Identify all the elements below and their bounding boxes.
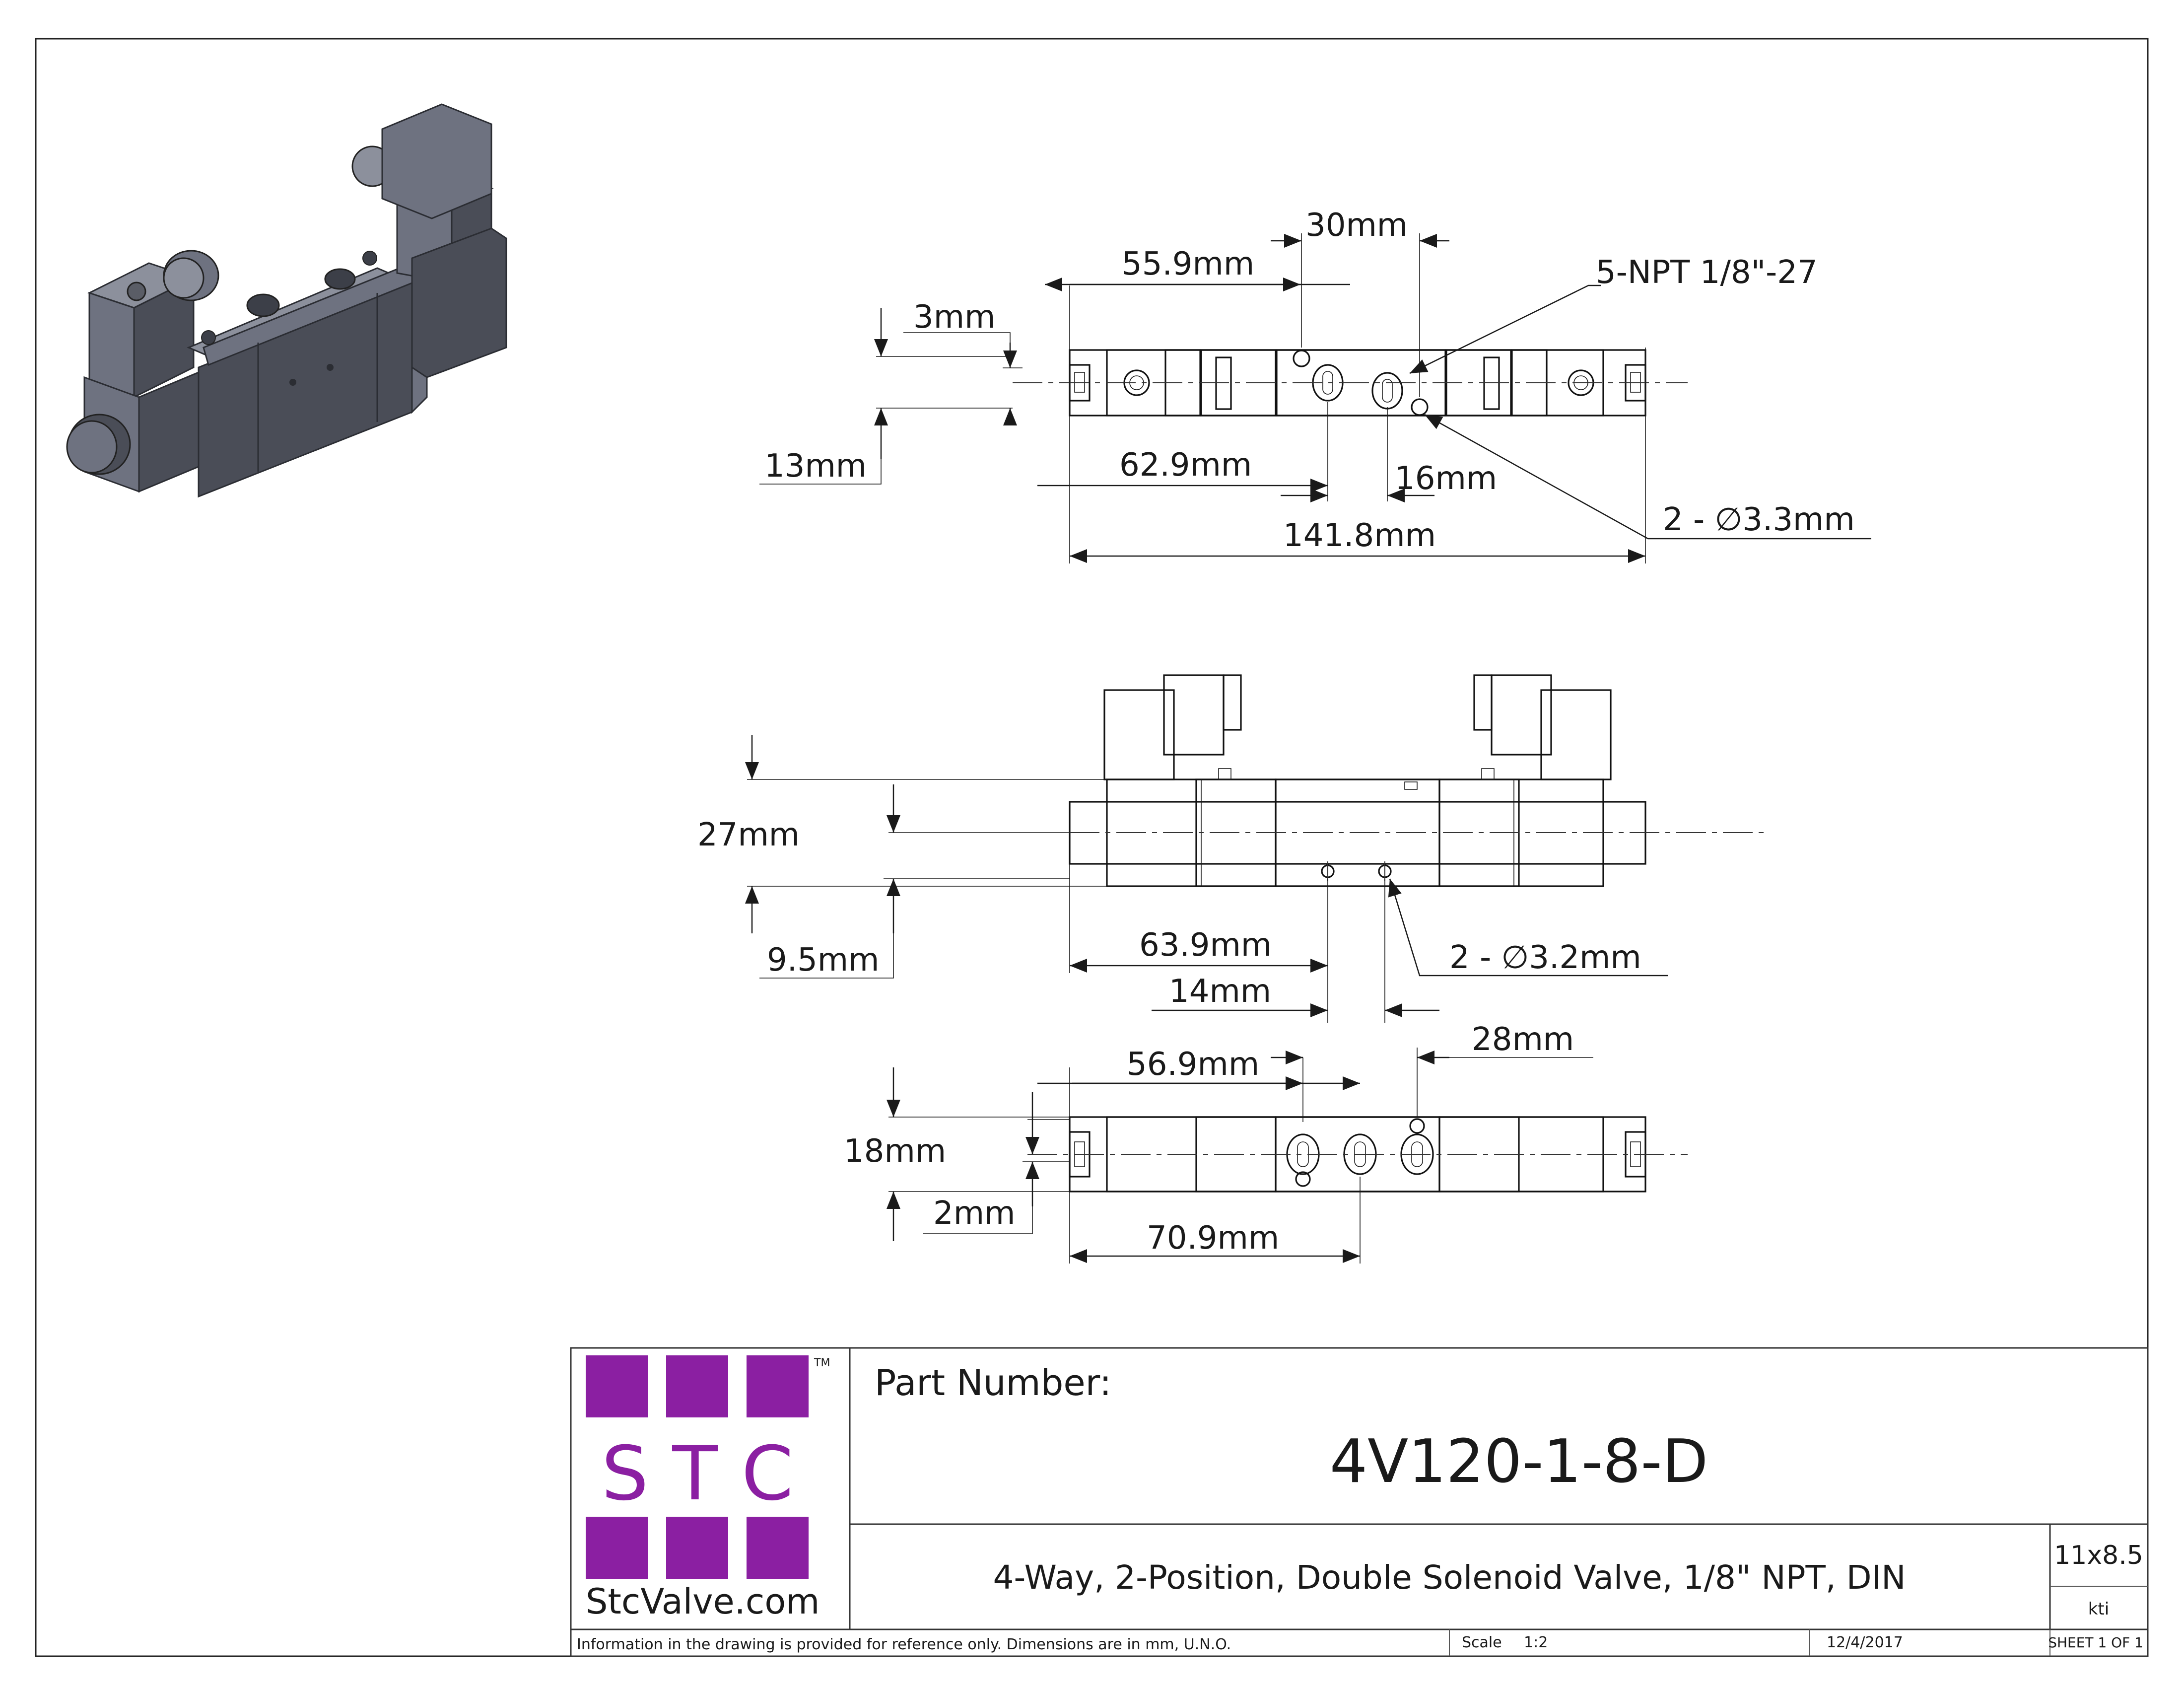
description: 4-Way, 2-Position, Double Solenoid Valve… bbox=[993, 1558, 1906, 1597]
front-view: 27mm 9.5mm 63.9mm 14mm 2 - ∅3.2mm bbox=[697, 674, 1767, 1023]
dim-front-14mm: 14mm bbox=[1169, 973, 1271, 1010]
drawing-date: 12/4/2017 bbox=[1827, 1634, 1903, 1651]
scale-value: 1:2 bbox=[1524, 1634, 1548, 1651]
dim-front-27mm: 27mm bbox=[697, 817, 800, 853]
dim-top-13mm: 13mm bbox=[764, 448, 867, 485]
bottom-view: 28mm 56.9mm 18mm 2mm 70.9mm bbox=[844, 1021, 1688, 1264]
drawn-by: kti bbox=[2088, 1599, 2109, 1619]
dim-bottom-56-9mm: 56.9mm bbox=[1127, 1046, 1259, 1083]
top-view: 30mm 55.9mm 5-NPT 1/8"-27 3mm 13mm 62.9m… bbox=[759, 207, 1871, 563]
part-number: 4V120-1-8-D bbox=[1330, 1427, 1708, 1496]
part-number-label: Part Number: bbox=[875, 1362, 1111, 1404]
dim-top-3mm: 3mm bbox=[913, 299, 995, 336]
title-block: S T C TM StcValve.com Part Number: 4V120… bbox=[570, 1347, 2149, 1657]
dim-bottom-70-9mm: 70.9mm bbox=[1147, 1220, 1279, 1257]
dim-bottom-28mm: 28mm bbox=[1472, 1021, 1574, 1058]
sheet-number: SHEET 1 OF 1 bbox=[2048, 1634, 2143, 1651]
dim-top-16mm: 16mm bbox=[1395, 460, 1497, 497]
isometric-model bbox=[66, 103, 507, 498]
stc-logo: S T C TM bbox=[586, 1355, 830, 1579]
logo-letters: S T C bbox=[602, 1431, 794, 1517]
dim-top-npt: 5-NPT 1/8"-27 bbox=[1596, 254, 1818, 291]
dim-front-9-5mm: 9.5mm bbox=[767, 942, 879, 979]
dim-top-62-9mm: 62.9mm bbox=[1119, 447, 1252, 484]
sheet-size: 11x8.5 bbox=[2054, 1541, 2143, 1570]
scale-label: Scale bbox=[1462, 1634, 1502, 1651]
logo-trademark: TM bbox=[814, 1357, 830, 1369]
dim-top-55-9mm: 55.9mm bbox=[1122, 246, 1254, 282]
reference-note: Information in the drawing is provided f… bbox=[577, 1636, 1231, 1653]
dim-bottom-18mm: 18mm bbox=[844, 1133, 946, 1170]
dim-top-141-8mm: 141.8mm bbox=[1283, 517, 1436, 554]
dim-front-hole: 2 - ∅3.2mm bbox=[1449, 939, 1641, 976]
dim-top-30mm: 30mm bbox=[1305, 207, 1408, 244]
dim-bottom-2mm: 2mm bbox=[933, 1195, 1015, 1232]
website: StcValve.com bbox=[586, 1581, 819, 1622]
dim-front-63-9mm: 63.9mm bbox=[1139, 927, 1272, 964]
dim-top-hole: 2 - ∅3.3mm bbox=[1663, 501, 1855, 538]
